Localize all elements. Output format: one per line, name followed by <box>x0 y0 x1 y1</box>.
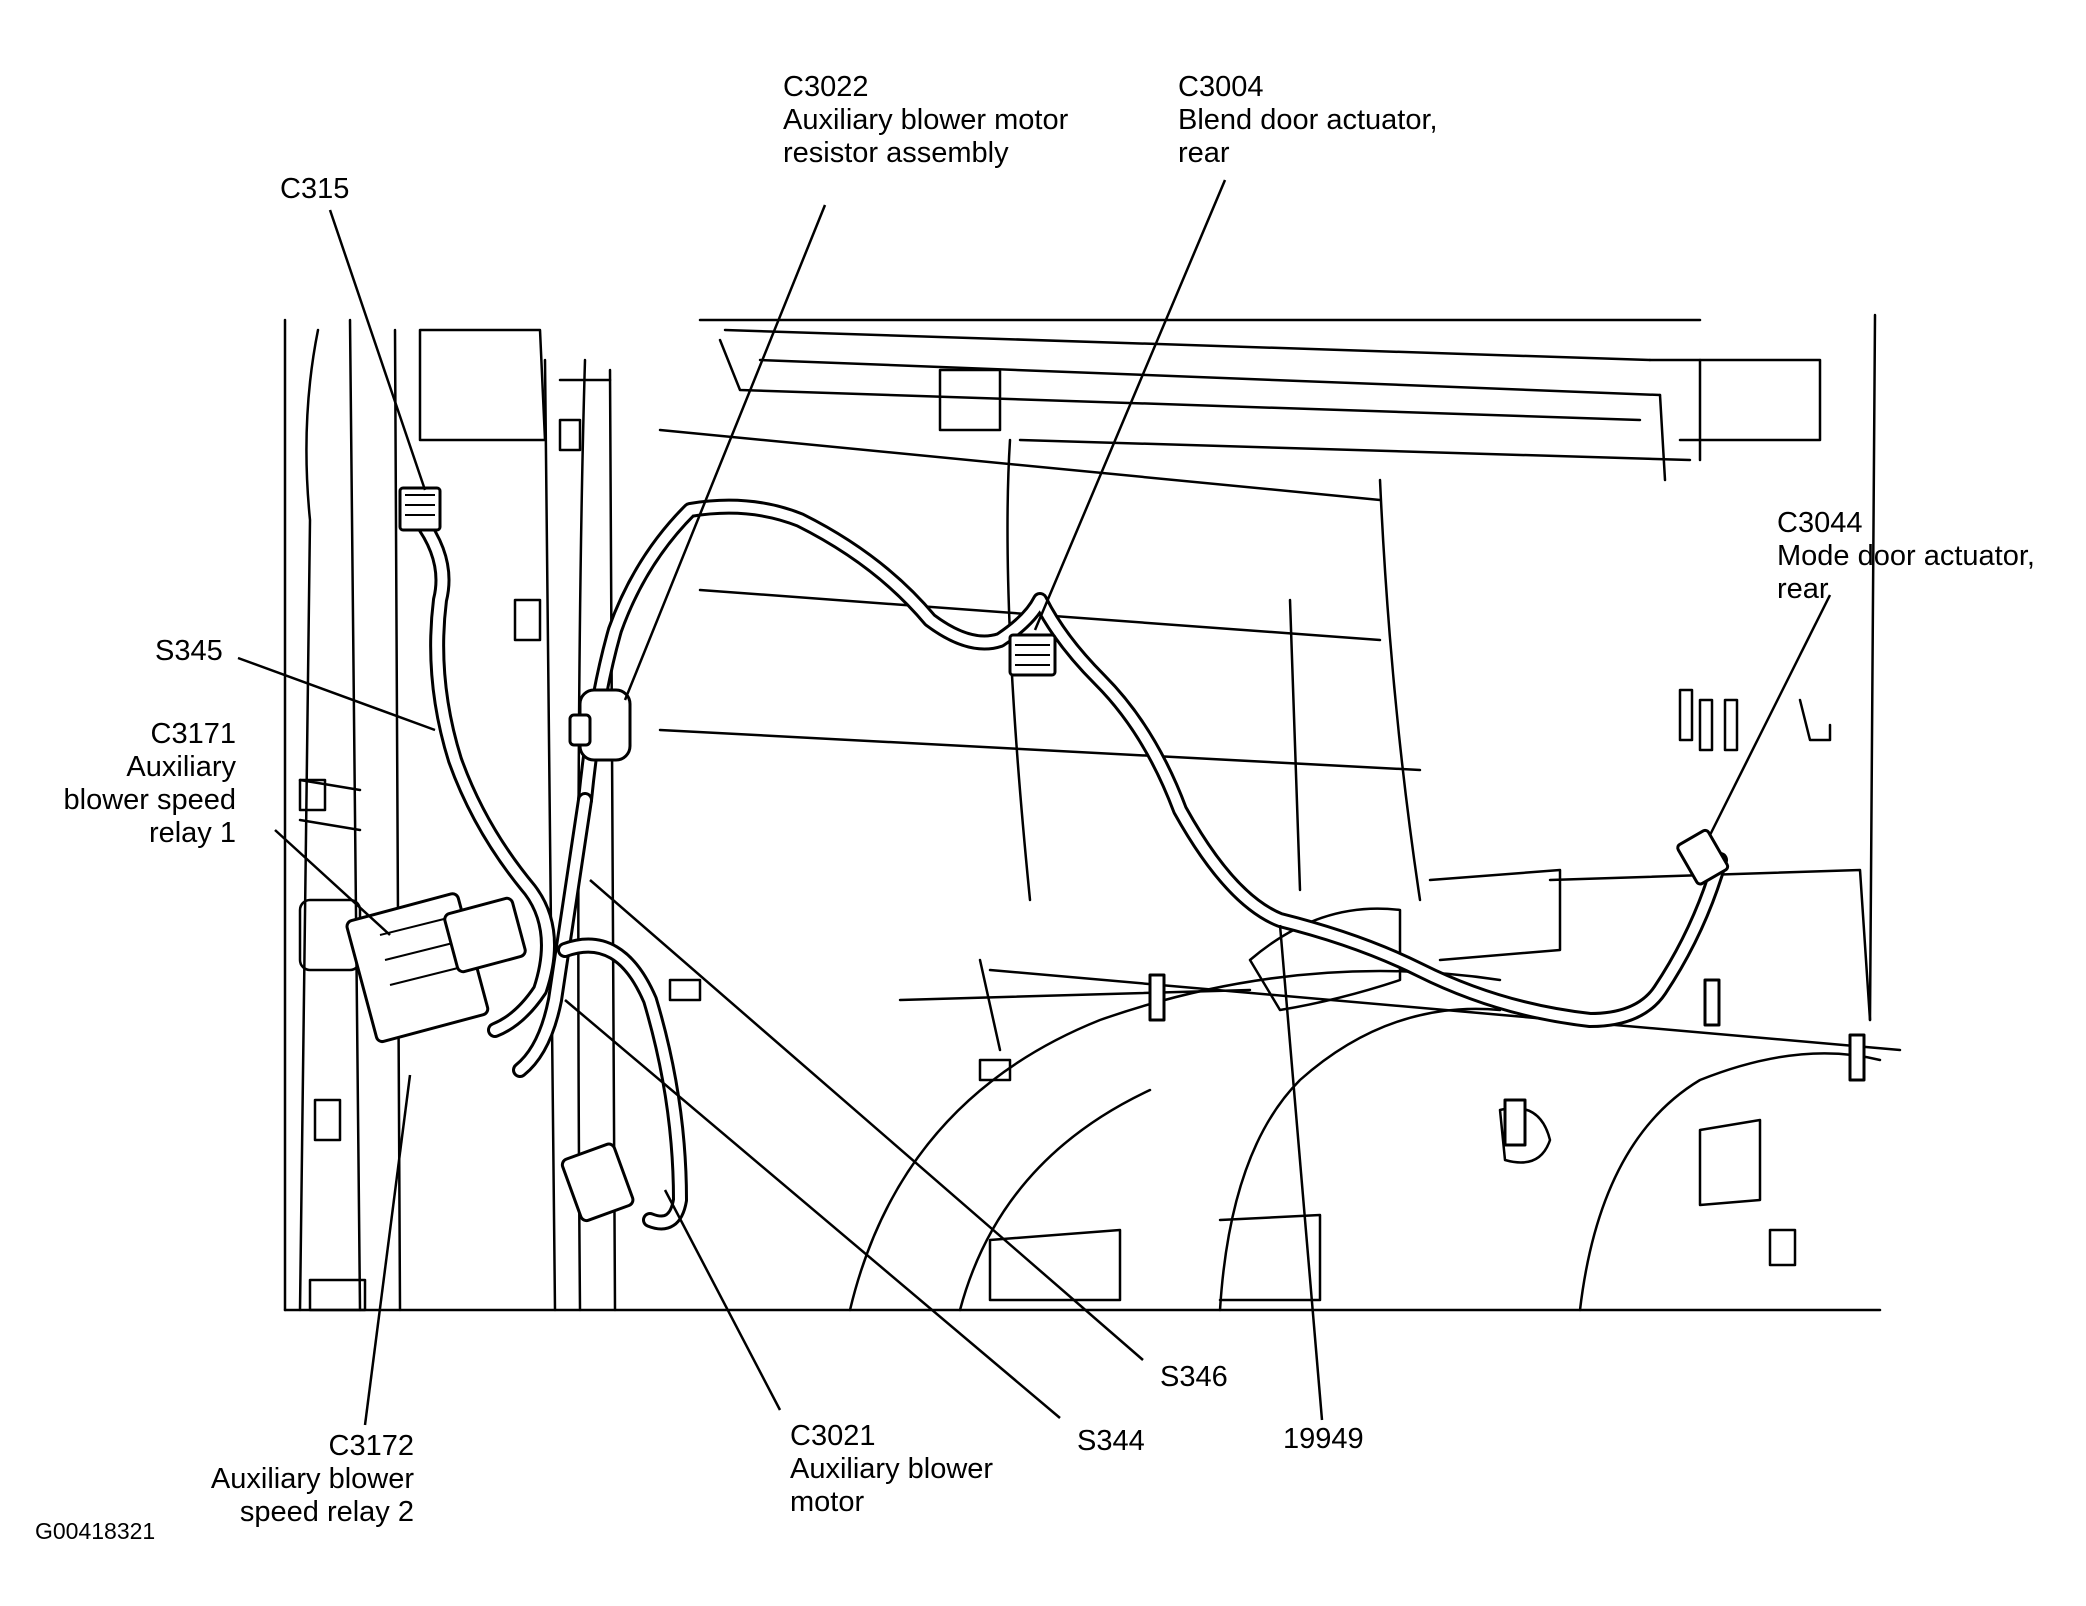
label-c3022: C3022 Auxiliary blower motor resistor as… <box>783 71 1069 169</box>
leader-c3044 <box>1708 594 1832 836</box>
leader-s345 <box>237 656 436 732</box>
leader-lines <box>237 179 1832 1426</box>
label-c3171: C3171 Auxiliary blower speed relay 1 <box>63 718 237 849</box>
label-c3004: C3004 Blend door actuator, rear <box>1178 71 1438 169</box>
leader-19949 <box>1278 924 1324 1421</box>
connector-c3044-shape <box>1676 828 1730 886</box>
label-c315: C315 <box>280 173 350 205</box>
connector-c315-shape <box>398 486 442 532</box>
label-harness-19949: 19949 <box>1283 1423 1364 1455</box>
leader-c3022 <box>623 204 827 701</box>
label-s344: S344 <box>1077 1425 1145 1457</box>
connector-c3021-shape <box>560 1142 635 1223</box>
leader-s344 <box>564 999 1061 1419</box>
label-s345: S345 <box>155 635 223 667</box>
leader-c3172 <box>363 1074 412 1426</box>
leader-c3171 <box>274 829 391 936</box>
vehicle-body-outline <box>283 313 1902 1312</box>
figure-id: G00418321 <box>35 1518 156 1544</box>
leader-s346 <box>589 879 1144 1361</box>
connectors <box>345 486 1866 1223</box>
leader-c315 <box>328 209 427 491</box>
label-c3044: C3044 Mode door actuator, rear <box>1777 507 2035 605</box>
leader-c3021 <box>663 1189 782 1411</box>
label-c3021: C3021 Auxiliary blower motor <box>790 1420 994 1518</box>
wire-harness-19949 <box>412 498 1728 1231</box>
label-c3172: C3172 Auxiliary blower speed relay 2 <box>210 1430 414 1528</box>
leader-c3004 <box>1033 179 1227 631</box>
label-s346: S346 <box>1160 1361 1228 1393</box>
